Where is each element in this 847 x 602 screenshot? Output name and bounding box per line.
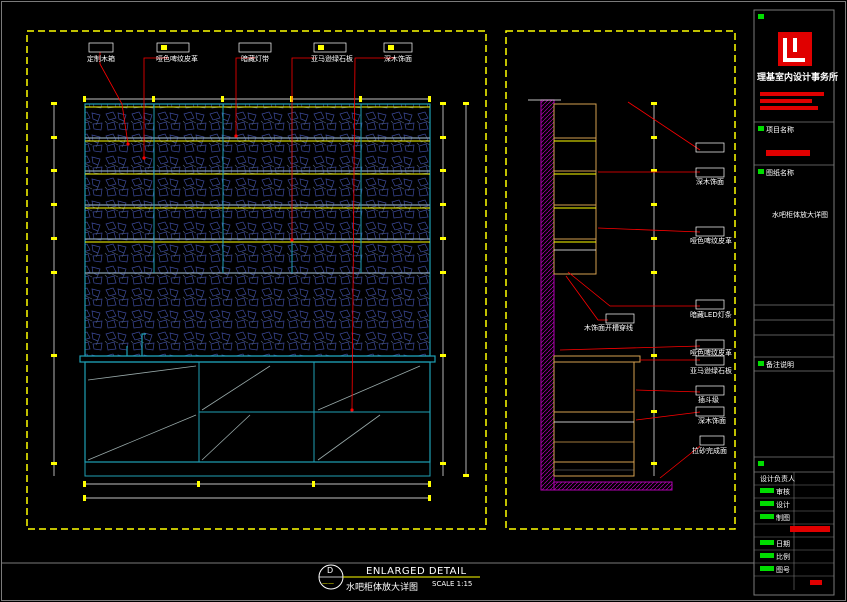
- side-dimensions: [554, 104, 655, 476]
- tb-row-0: 设计负责人: [760, 475, 795, 483]
- drawing-name: 水吧柜体放大详图: [772, 211, 828, 219]
- firm-logo: [778, 32, 812, 66]
- symbol-letter: D: [327, 566, 334, 575]
- side-label-7: 深木饰面: [698, 417, 726, 425]
- symbol-ref: ——: [322, 580, 334, 587]
- tb-row-5: 比例: [776, 553, 790, 561]
- title-block: [753, 9, 835, 596]
- front-dimensions: [53, 98, 467, 499]
- front-label-hidden-light: 暗藏灯带: [241, 55, 269, 63]
- front-label-wood-box: 定制木箱: [87, 55, 115, 63]
- tb-row-4: 日期: [776, 540, 790, 548]
- front-label-leather: 哑色啤纹皮革: [156, 55, 198, 63]
- side-label-8: 拉砂完成面: [692, 447, 727, 455]
- detail-symbol: [318, 564, 480, 590]
- front-view-frame: [26, 30, 487, 530]
- side-section: [528, 99, 673, 491]
- side-label-5: 亚马逊绿石板: [690, 367, 732, 375]
- firm-name: 理基室内设计事务所: [757, 73, 839, 83]
- side-label-2: 木饰面开槽穿线: [584, 324, 633, 332]
- front-label-wood-veneer: 深木饰面: [384, 55, 412, 63]
- front-label-stone: 亚马逊绿石板: [311, 55, 353, 63]
- side-leaders: [559, 101, 701, 479]
- side-label-3: 暗藏LED灯条: [690, 311, 732, 319]
- side-label-4: 哑色啤纹皮革: [690, 349, 732, 357]
- front-elevation: [79, 103, 436, 477]
- tb-row-2: 设计: [776, 501, 790, 509]
- drawing-title-cn: 水吧柜体放大详图: [346, 583, 419, 593]
- notes-label: 备注说明: [766, 361, 794, 369]
- side-label-6: 插斗级: [698, 396, 719, 404]
- side-label-0: 深木饰面: [696, 178, 724, 186]
- tb-row-3: 制图: [776, 514, 790, 522]
- project-label: 项目名称: [766, 126, 794, 134]
- drawing-scale: SCALE 1:15: [432, 580, 473, 588]
- tb-row-6: 图号: [776, 566, 790, 574]
- front-leaders: [99, 52, 395, 411]
- side-view-frame: [505, 30, 736, 530]
- tb-row-1: 审核: [776, 488, 790, 496]
- drawing-label: 图纸名称: [766, 169, 794, 177]
- drawing-title-en: ENLARGED DETAIL: [366, 566, 467, 577]
- side-label-1: 哑色啤纹皮革: [690, 237, 732, 245]
